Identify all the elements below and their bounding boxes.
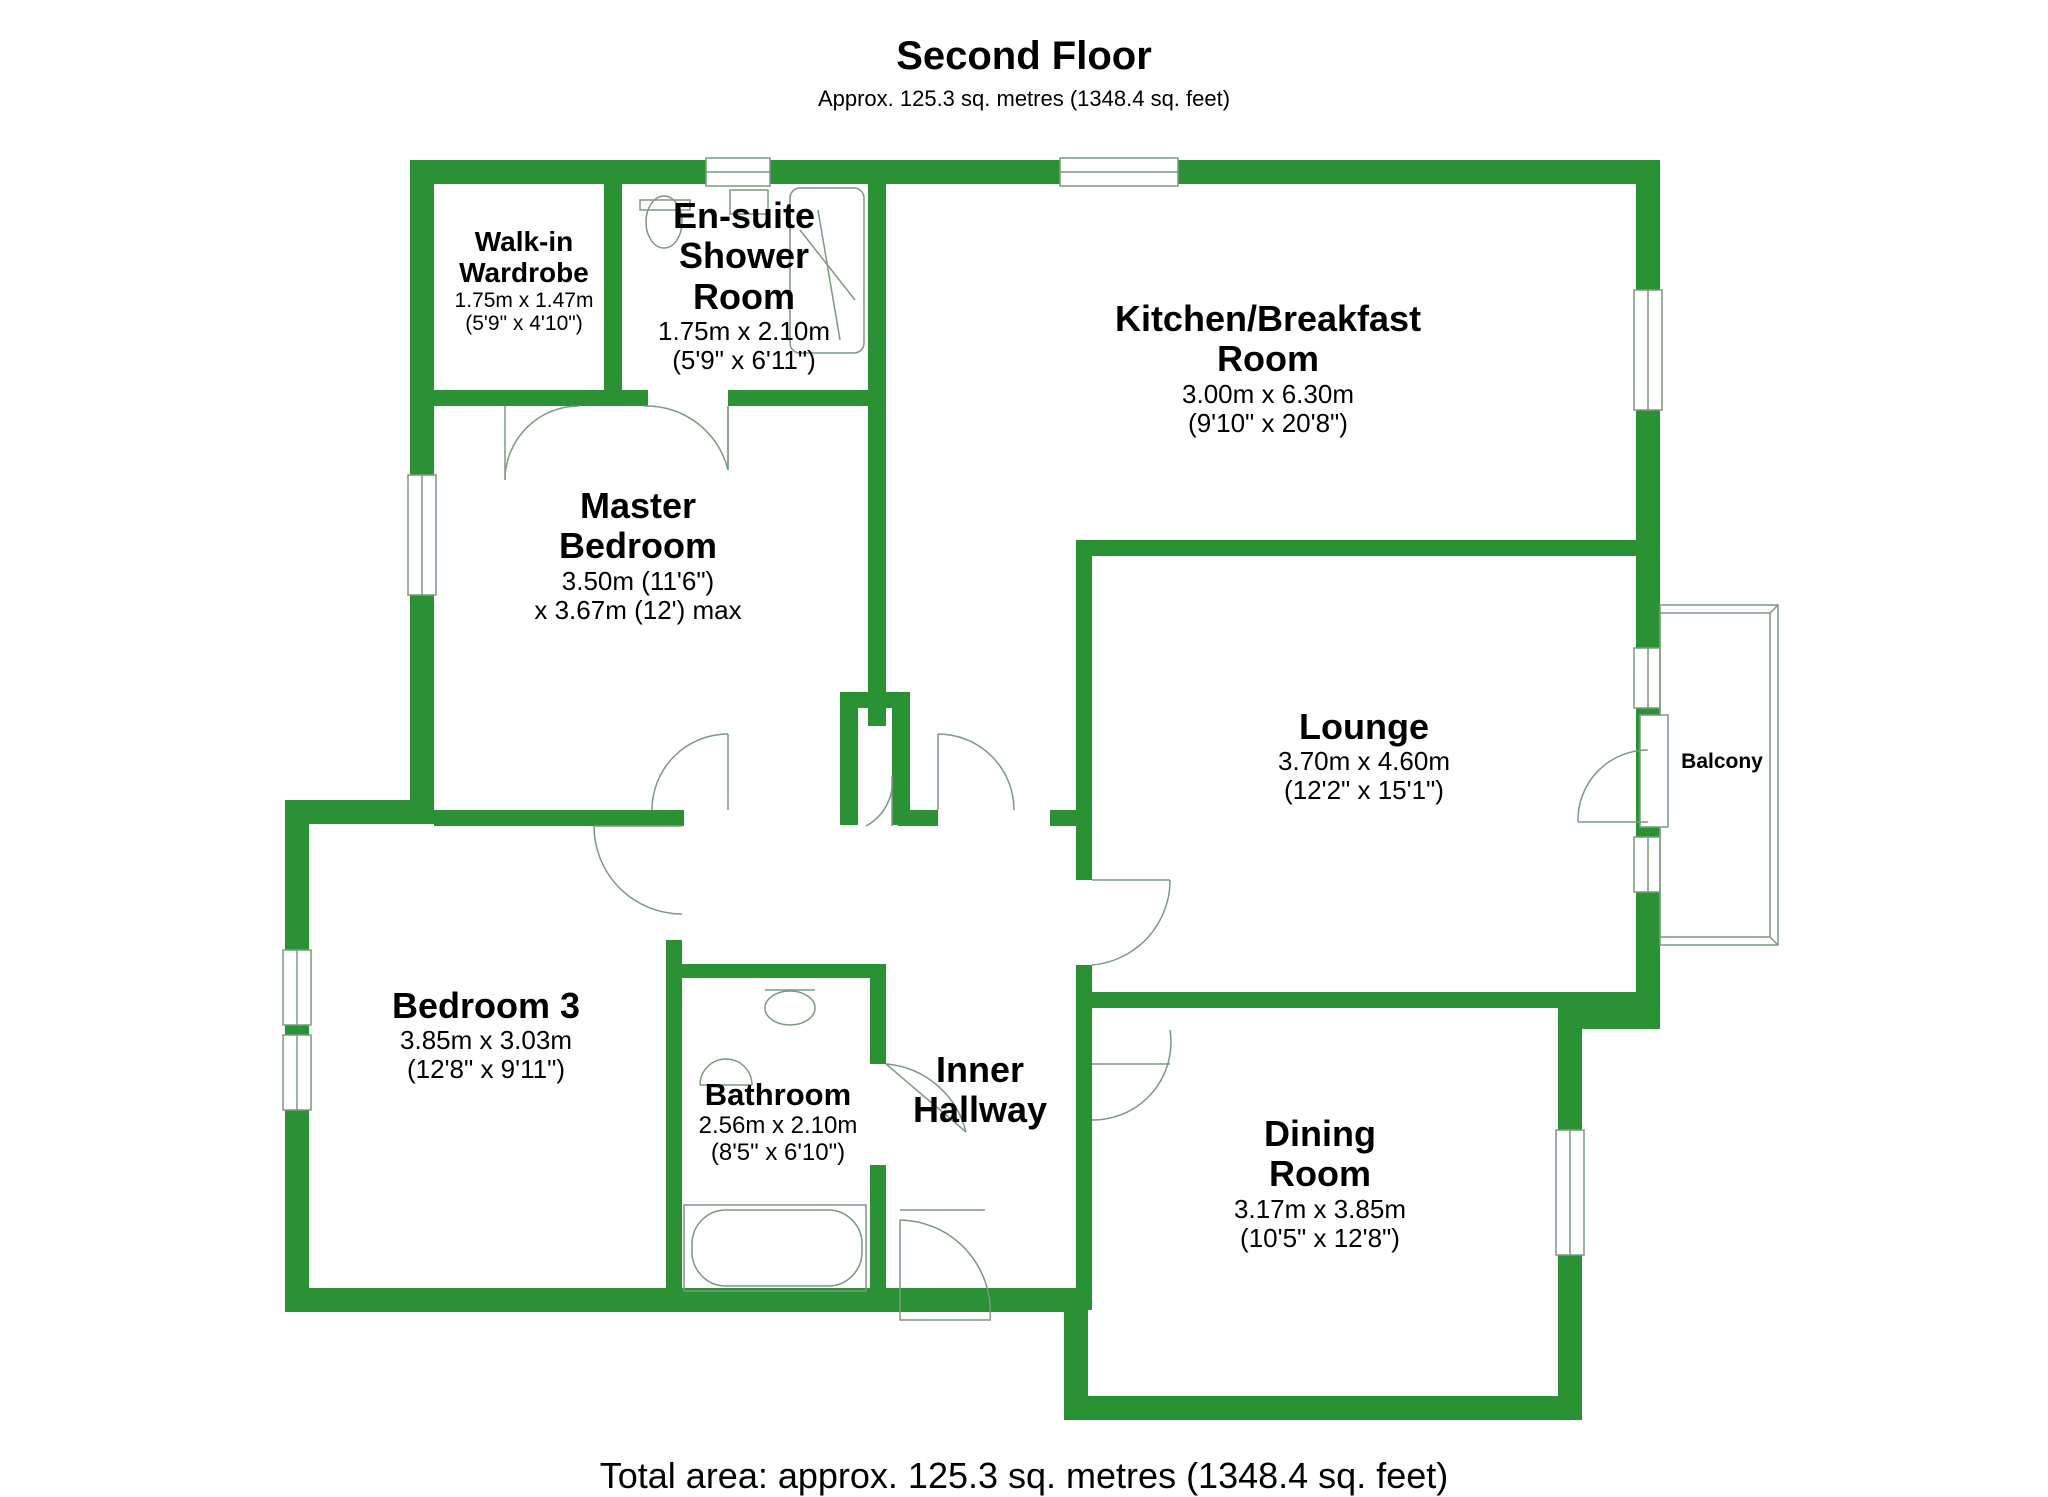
floor-area <box>298 170 1650 1400</box>
room-name: Room <box>1216 338 1319 380</box>
room-dimensions-imperial: (12'8" x 9'11") <box>407 1054 565 1085</box>
room-label-lounge: Lounge 3.70m x 4.60m (12'2" x 15'1") <box>1278 706 1450 806</box>
room-dimensions-imperial: (9'10" x 20'8") <box>1188 407 1348 438</box>
room-dimensions-imperial: (12'2" x 15'1") <box>1284 775 1444 806</box>
room-dimensions-imperial: (10'5" x 12'8") <box>1240 1222 1400 1253</box>
room-dimensions: 3.50m (11'6") <box>561 565 715 596</box>
room-name: Room <box>1268 1153 1371 1195</box>
room-label-bathroom: Bathroom 2.56m x 2.10m (8'5" x 6'10") <box>698 1077 858 1166</box>
room-name: Shower <box>678 235 810 277</box>
room-dimensions: 3.17m x 3.85m <box>1234 1193 1406 1224</box>
total-area: Total area: approx. 125.3 sq. metres (13… <box>599 1455 1449 1496</box>
room-label-ensuite-shower-room: En-suite Shower Room 1.75m x 2.10m (5'9"… <box>658 195 830 376</box>
room-dimensions-imperial: (5'9" x 4'10") <box>465 312 583 336</box>
room-dimensions: 1.75m x 1.47m <box>454 288 594 312</box>
room-dimensions: 3.00m x 6.30m <box>1182 378 1354 409</box>
room-name: Walk-in <box>474 226 574 257</box>
room-name: Room <box>692 275 795 317</box>
floor-title: Second Floor <box>896 34 1152 78</box>
room-dimensions-imperial: x 3.67m (12') max <box>534 594 742 625</box>
room-name: Kitchen/Breakfast <box>1114 298 1422 339</box>
fixtures <box>639 187 867 1292</box>
door-swings <box>504 405 1649 1321</box>
room-name: Master <box>579 485 697 526</box>
room-label-dining-room: Dining Room 3.17m x 3.85m (10'5" x 12'8"… <box>1234 1113 1406 1253</box>
room-dimensions-imperial: (5'9" x 6'11") <box>672 345 816 376</box>
room-label-inner-hallway: Inner Hallway <box>912 1049 1048 1131</box>
room-name: Bathroom <box>704 1077 852 1112</box>
room-dimensions: 1.75m x 2.10m <box>658 315 830 346</box>
room-name: Dining <box>1264 1113 1376 1154</box>
room-name: Wardrobe <box>459 257 589 289</box>
room-name: Bedroom <box>558 525 718 567</box>
room-dimensions-imperial: (8'5" x 6'10") <box>710 1138 846 1166</box>
room-dimensions: 2.56m x 2.10m <box>698 1111 858 1139</box>
floor-subtitle: Approx. 125.3 sq. metres (1348.4 sq. fee… <box>817 86 1231 111</box>
room-label-kitchen-breakfast-room: Kitchen/Breakfast Room 3.00m x 6.30m (9'… <box>1114 298 1422 438</box>
room-label-bedroom-3: Bedroom 3 3.85m x 3.03m (12'8" x 9'11") <box>391 985 581 1085</box>
interior-walls <box>434 184 1660 1310</box>
room-name: En-suite <box>672 195 816 236</box>
room-name: Inner <box>935 1049 1025 1090</box>
windows <box>282 157 1663 1256</box>
room-name: Lounge <box>1299 706 1429 747</box>
room-label-master-bedroom: Master Bedroom 3.50m (11'6") x 3.67m (12… <box>534 485 742 625</box>
room-name: Hallway <box>912 1089 1048 1131</box>
room-dimensions: 3.85m x 3.03m <box>400 1025 572 1056</box>
room-dimensions: 3.70m x 4.60m <box>1278 746 1450 777</box>
room-name: Balcony <box>1681 750 1763 773</box>
room-label-walkin-wardrobe: Walk-in Wardrobe 1.75m x 1.47m (5'9" x 4… <box>455 226 594 336</box>
room-name: Bedroom 3 <box>391 985 581 1026</box>
room-label-balcony: Balcony <box>1681 750 1763 774</box>
balcony <box>1639 604 1779 946</box>
